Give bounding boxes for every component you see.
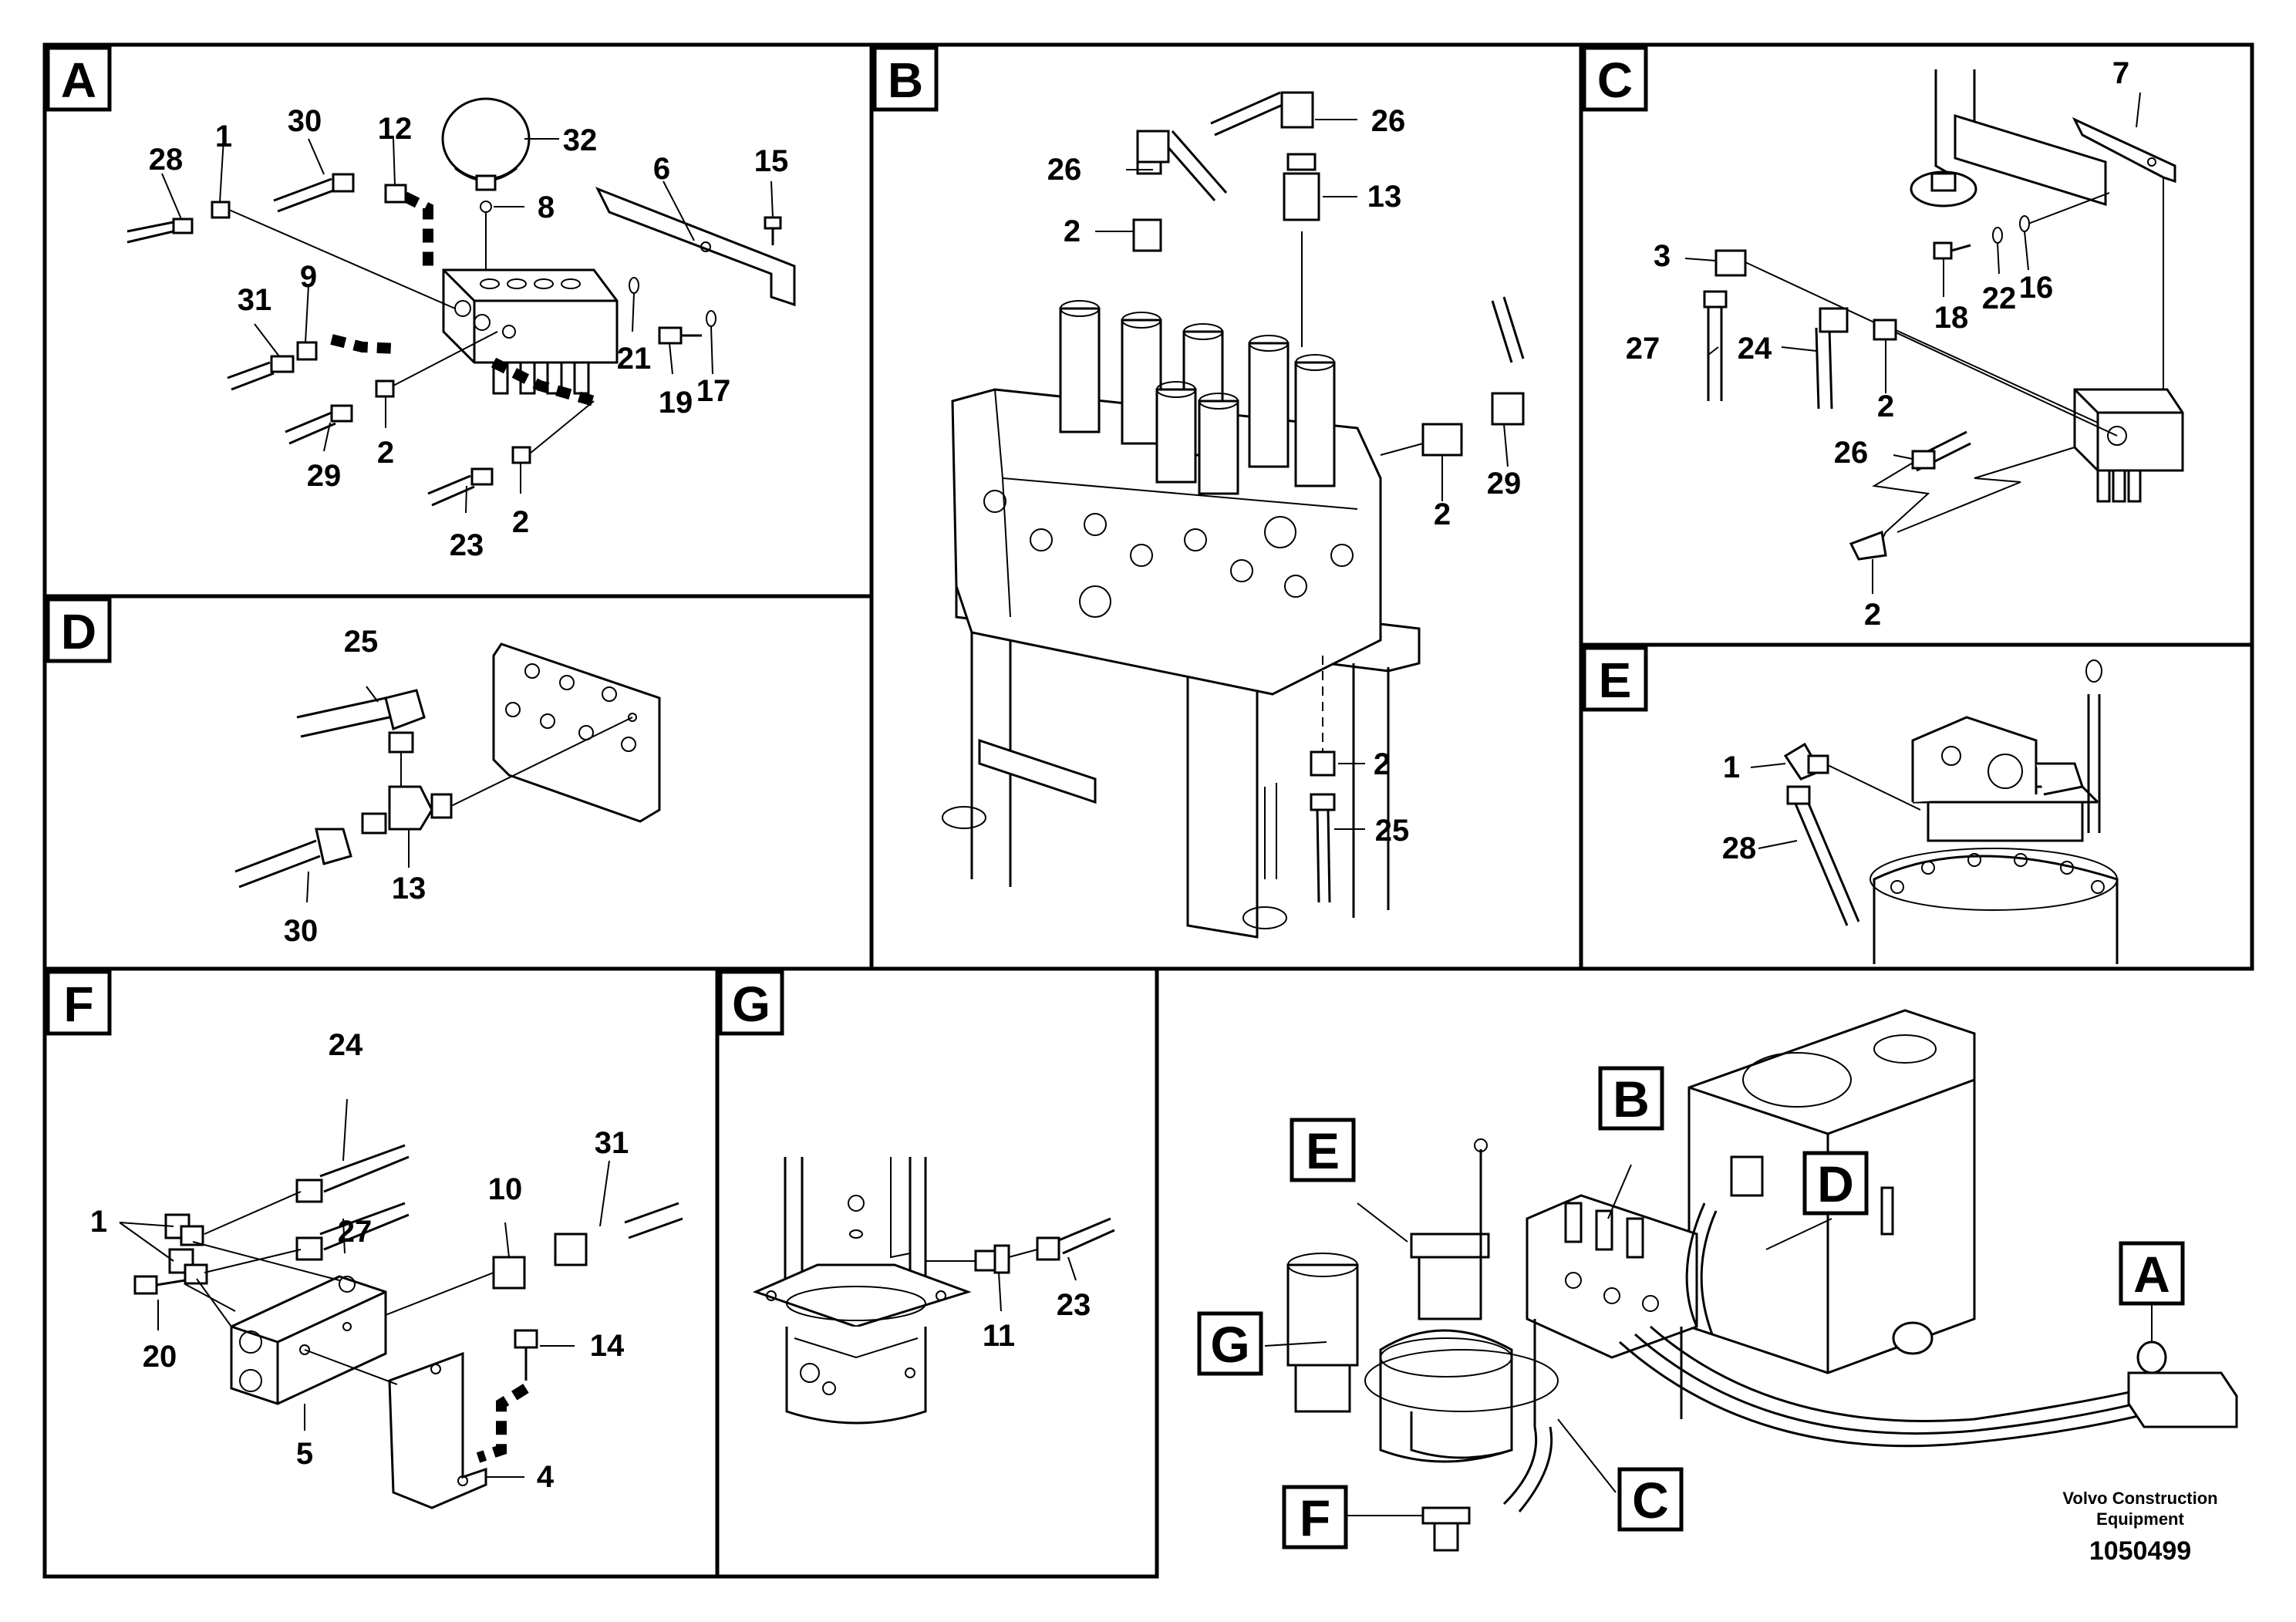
part-label: 24 xyxy=(329,1028,363,1062)
panel-e-letter: E xyxy=(1599,653,1632,708)
part-label: 24 xyxy=(1738,332,1772,366)
panel-badges: A B C D E F G xyxy=(46,46,1648,1036)
part-label: 4 xyxy=(537,1460,555,1494)
part-label: 28 xyxy=(149,143,184,177)
part-label: 2 xyxy=(1434,497,1451,531)
part-label: 31 xyxy=(238,283,272,317)
panel-f-drawing: 24 1 27 10 31 20 14 5 4 xyxy=(90,1028,683,1509)
overview-callout-b: B xyxy=(1598,1066,1664,1131)
panel-e-drawing: 1 28 xyxy=(1722,659,2119,964)
part-label: 6 xyxy=(653,152,670,186)
part-label: 10 xyxy=(488,1172,523,1206)
panel-b-drawing: 26 26 2 13 2 29 2 25 xyxy=(942,91,1525,939)
part-label: 26 xyxy=(1047,153,1082,187)
overview-callout-f: F xyxy=(1282,1485,1348,1549)
part-label: 30 xyxy=(288,104,322,138)
part-label: 16 xyxy=(2019,271,2054,305)
part-label: 9 xyxy=(300,260,317,294)
part-label: 1 xyxy=(1723,750,1740,784)
part-label: 28 xyxy=(1722,831,1757,865)
part-label: 20 xyxy=(143,1340,177,1374)
part-label: 23 xyxy=(450,528,484,562)
panel-frames xyxy=(42,42,2254,1579)
panel-c-letter: C xyxy=(1597,52,1633,108)
overview-callout-letter: D xyxy=(1817,1155,1854,1212)
part-label: 19 xyxy=(659,386,693,420)
part-label: 2 xyxy=(377,436,394,470)
overview-callout-letter: E xyxy=(1306,1122,1340,1179)
part-label: 8 xyxy=(538,191,555,224)
part-label: 29 xyxy=(1487,467,1522,501)
part-label: 15 xyxy=(754,144,789,178)
part-label: 2 xyxy=(1064,214,1081,248)
part-label: 5 xyxy=(296,1437,313,1471)
overview-callout-e: E xyxy=(1290,1118,1356,1182)
overview-callout-a: A xyxy=(2119,1241,2185,1306)
overview-callout-letter: G xyxy=(1210,1316,1249,1373)
part-label: 2 xyxy=(512,505,529,539)
part-label: 11 xyxy=(983,1319,1015,1353)
part-label: 26 xyxy=(1834,436,1869,470)
part-label: 7 xyxy=(2112,56,2129,90)
part-label: 12 xyxy=(378,112,413,146)
panel-d-drawing: 25 13 30 xyxy=(234,625,661,948)
overview-callout-d: D xyxy=(1802,1151,1869,1216)
part-label: 23 xyxy=(1057,1288,1091,1322)
panel-d-badge: D xyxy=(46,597,112,663)
drawing-number: 1050499 xyxy=(2089,1536,2191,1566)
panel-g-badge: G xyxy=(718,969,784,1036)
part-label: 2 xyxy=(1877,389,1894,423)
part-label: 29 xyxy=(307,459,342,493)
panel-g-letter: G xyxy=(732,976,770,1032)
part-label: 13 xyxy=(1367,180,1402,214)
part-label: 26 xyxy=(1371,104,1406,138)
footer-brand: Volvo Construction Equipment 1050499 xyxy=(2062,1489,2217,1566)
part-label: 3 xyxy=(1654,239,1671,273)
overview-callout-letter: B xyxy=(1613,1071,1650,1128)
overview-callouts: B E D A G C F xyxy=(1197,1066,2185,1549)
part-label: 27 xyxy=(338,1215,373,1249)
panel-c-badge: C xyxy=(1582,46,1648,112)
part-label: 2 xyxy=(1374,747,1391,781)
overview-callout-g: G xyxy=(1197,1311,1263,1376)
part-label: 25 xyxy=(1375,814,1410,848)
part-label: 18 xyxy=(1934,301,1969,335)
panel-b-badge: B xyxy=(872,46,939,112)
panel-e-badge: E xyxy=(1582,646,1648,712)
part-label: 30 xyxy=(284,914,319,948)
part-label: 2 xyxy=(1864,598,1881,632)
panel-c-drawing: 7 3 18 22 16 27 24 2 26 2 xyxy=(1626,56,2184,632)
overview-callout-letter: A xyxy=(2133,1246,2170,1303)
part-label: 13 xyxy=(392,872,426,905)
brand-line-1: Volvo Construction xyxy=(2062,1489,2217,1508)
part-label: 27 xyxy=(1626,332,1660,366)
part-label: 32 xyxy=(563,123,598,157)
overview-callout-letter: C xyxy=(1632,1472,1669,1529)
part-label: 1 xyxy=(90,1205,107,1239)
overview-drawing xyxy=(1264,1009,2238,1552)
panel-a-letter: A xyxy=(61,52,96,108)
part-label: 21 xyxy=(617,342,652,376)
overview-callout-letter: F xyxy=(1300,1489,1330,1546)
brand-line-2: Equipment xyxy=(2096,1509,2184,1529)
part-label: 17 xyxy=(696,374,731,408)
panel-f-badge: F xyxy=(46,969,112,1036)
panel-a-badge: A xyxy=(46,46,112,112)
part-label: 31 xyxy=(595,1126,629,1160)
panel-d-letter: D xyxy=(61,604,96,659)
overview-callout-c: C xyxy=(1617,1467,1684,1532)
part-label: 25 xyxy=(344,625,379,659)
panel-a-drawing: 28 1 30 12 32 8 6 15 9 31 21 19 17 29 2 … xyxy=(126,97,796,562)
part-label: 1 xyxy=(215,120,232,153)
panel-b-letter: B xyxy=(888,52,923,108)
part-label: 22 xyxy=(1982,282,2017,315)
part-label: 14 xyxy=(590,1329,625,1363)
panel-f-letter: F xyxy=(63,976,93,1032)
panel-g-drawing: 11 23 xyxy=(752,1157,1115,1425)
